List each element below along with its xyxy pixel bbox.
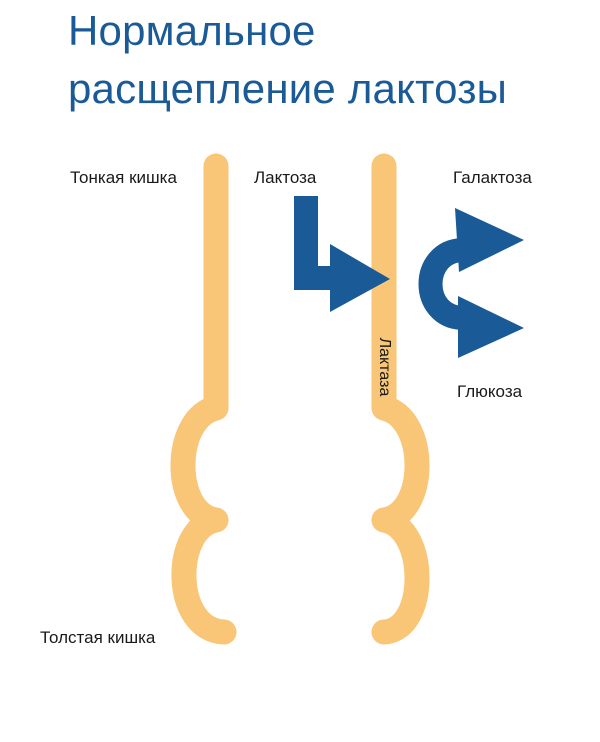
label-lactase-container: Лактаза: [372, 312, 396, 422]
label-galactose: Галактоза: [453, 169, 532, 186]
label-glucose: Глюкоза: [457, 383, 522, 400]
galactose-arrowhead-icon: [455, 208, 524, 272]
intestine-wall-left: [183, 166, 224, 632]
label-lactase: Лактаза: [375, 338, 393, 397]
label-small-intestine: Тонкая кишка: [70, 169, 177, 186]
split-arrow-curve-icon: [431, 250, 463, 318]
glucose-arrowhead-icon: [458, 296, 524, 358]
label-large-intestine: Толстая кишка: [40, 629, 155, 646]
label-lactose: Лактоза: [254, 169, 316, 186]
